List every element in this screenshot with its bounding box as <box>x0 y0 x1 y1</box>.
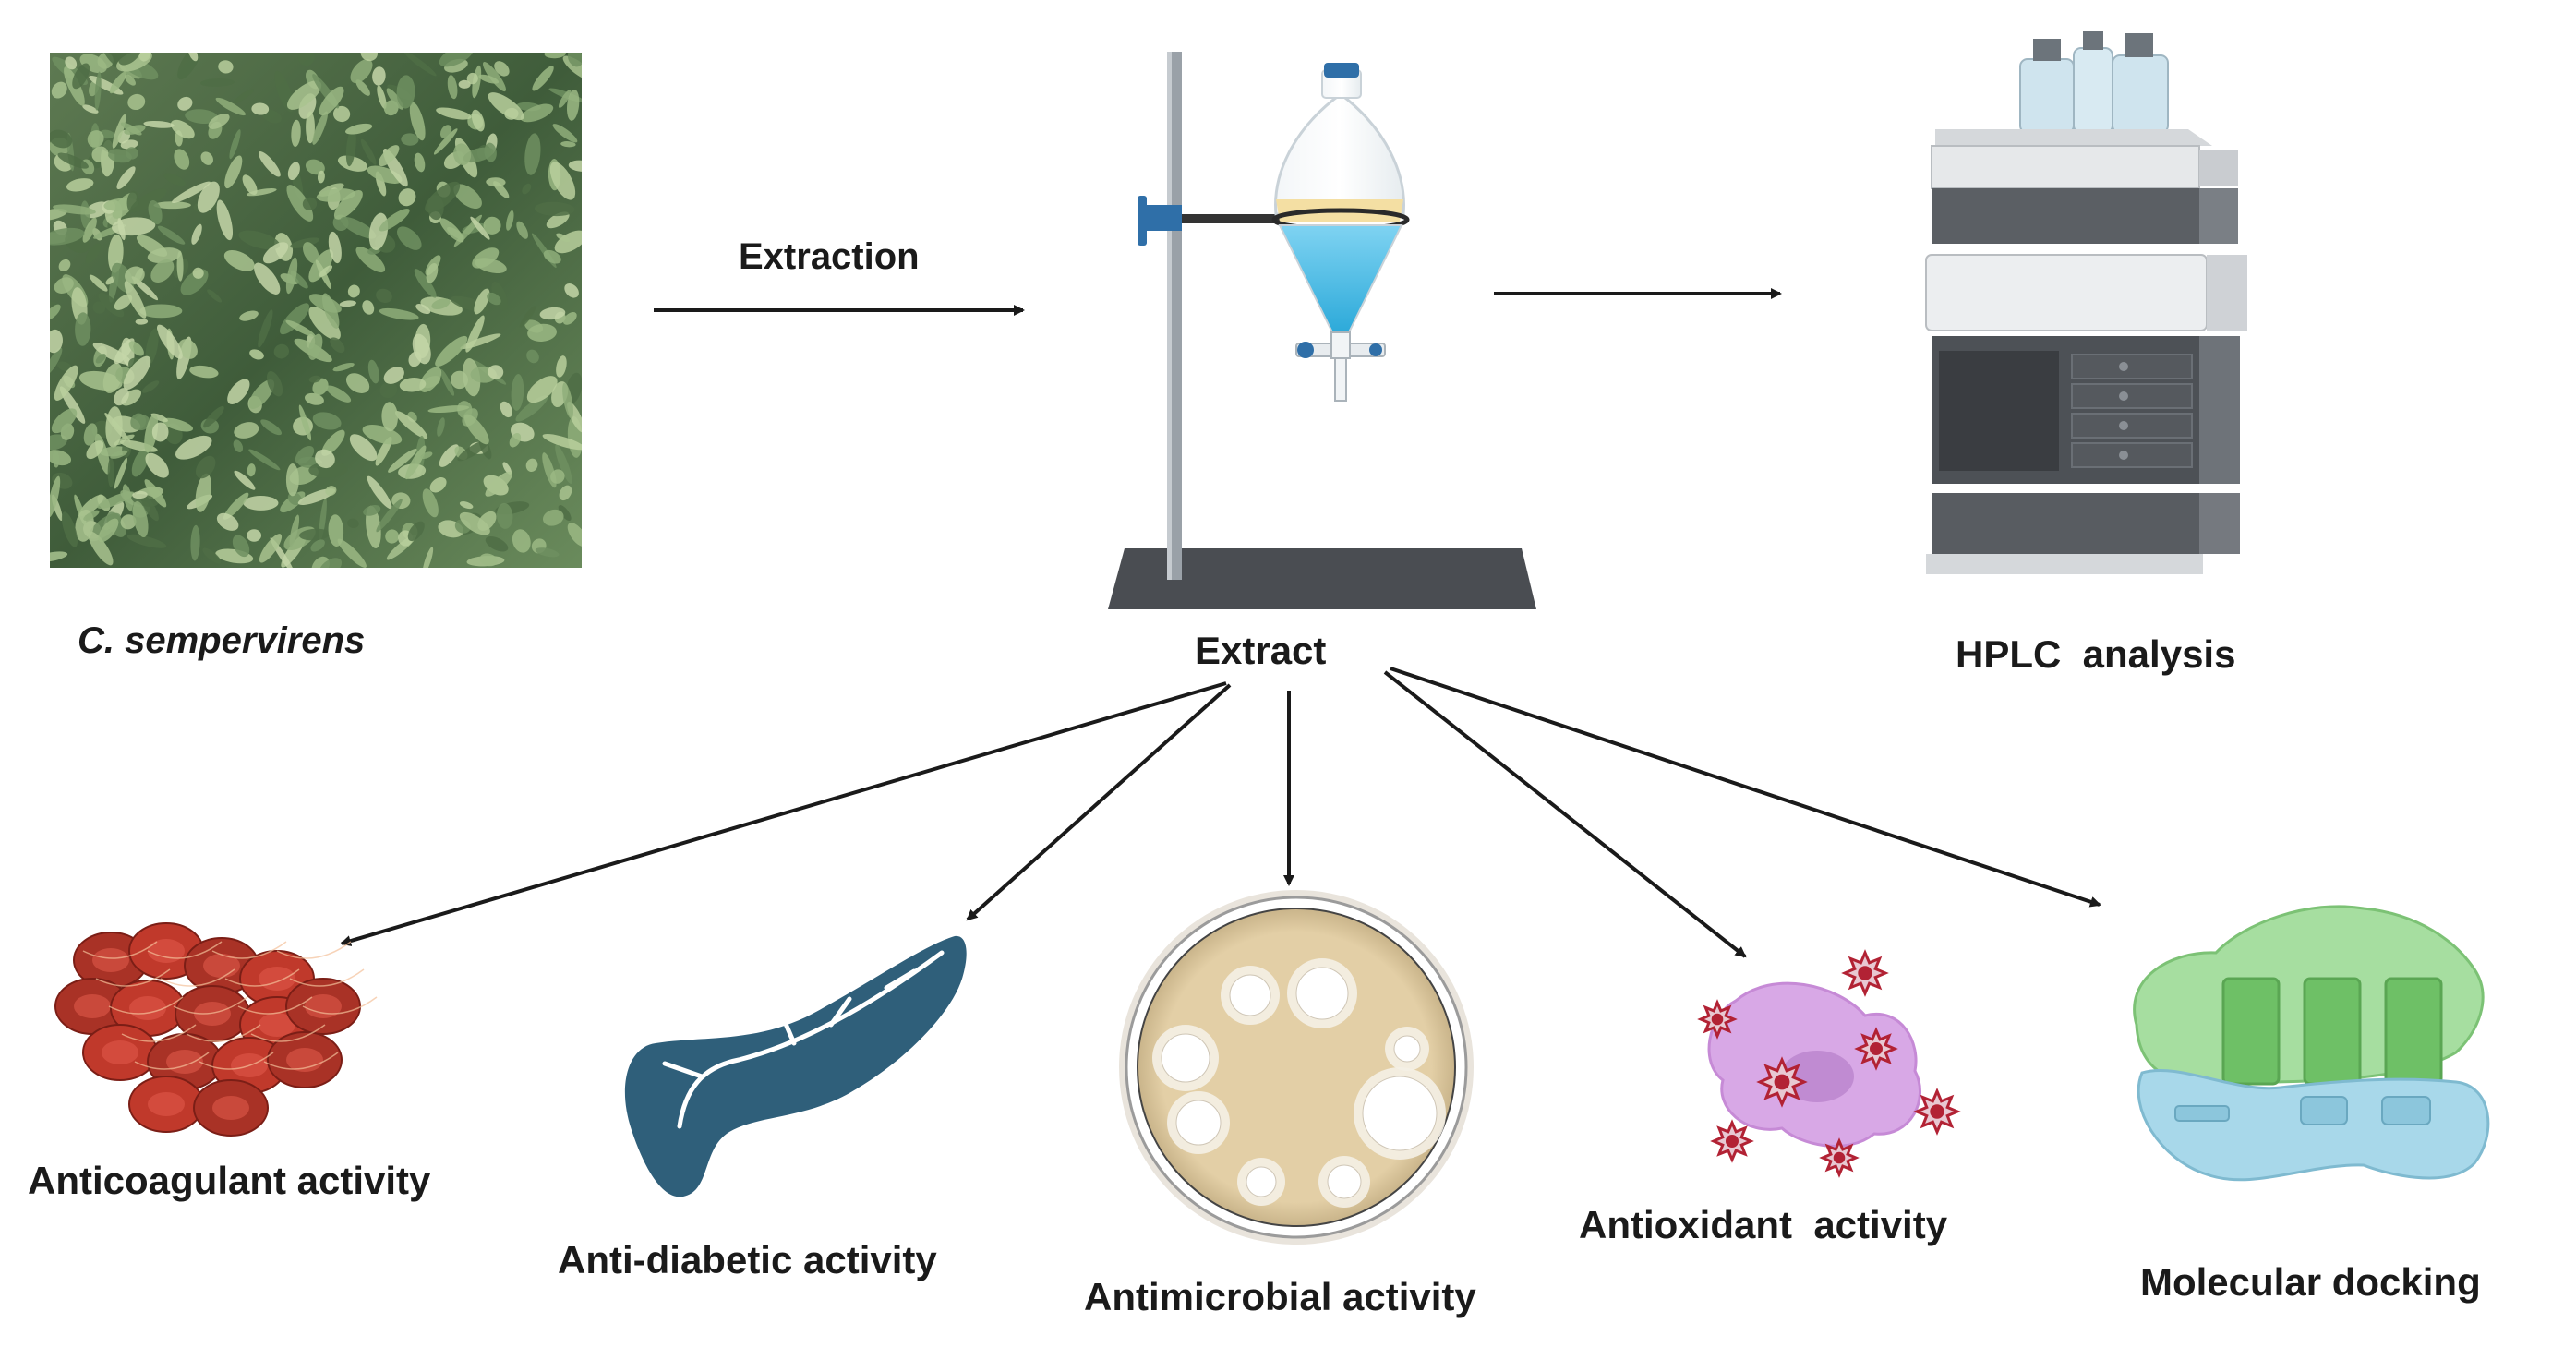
arrow-to-anticoagulant <box>340 681 1227 946</box>
anticoagulant-activity-label: Anticoagulant activity <box>28 1159 431 1202</box>
oxidized-cell-icon <box>1697 949 1961 1178</box>
arrow-to-antioxidant <box>1383 670 1747 958</box>
cypress-foliage-photo <box>50 53 582 568</box>
antioxidant-activity-label: Antioxidant activity <box>1579 1203 1948 1246</box>
extraction-label: Extraction <box>739 236 920 277</box>
pancreas-icon <box>624 935 967 1197</box>
extract-label: Extract <box>1195 629 1327 672</box>
antimicrobial-activity-label: Antimicrobial activity <box>1084 1275 1476 1318</box>
molecular-docking-label: Molecular docking <box>2140 1260 2481 1304</box>
separatory-funnel-stand-icon <box>1108 52 1536 609</box>
petri-dish-icon <box>1119 890 1474 1245</box>
antidiabetic-activity-label: Anti-diabetic activity <box>558 1238 937 1281</box>
arrow-to-molecular-docking <box>1390 667 2101 908</box>
hplc-instrument-icon <box>1925 31 2247 574</box>
hplc-analysis-label: HPLC analysis <box>1956 632 2236 676</box>
species-label: C. sempervirens <box>78 620 366 661</box>
blood-cells-icon <box>54 922 378 1137</box>
protein-docking-icon <box>2133 905 2490 1182</box>
arrow-to-antidiabetic <box>966 683 1232 921</box>
